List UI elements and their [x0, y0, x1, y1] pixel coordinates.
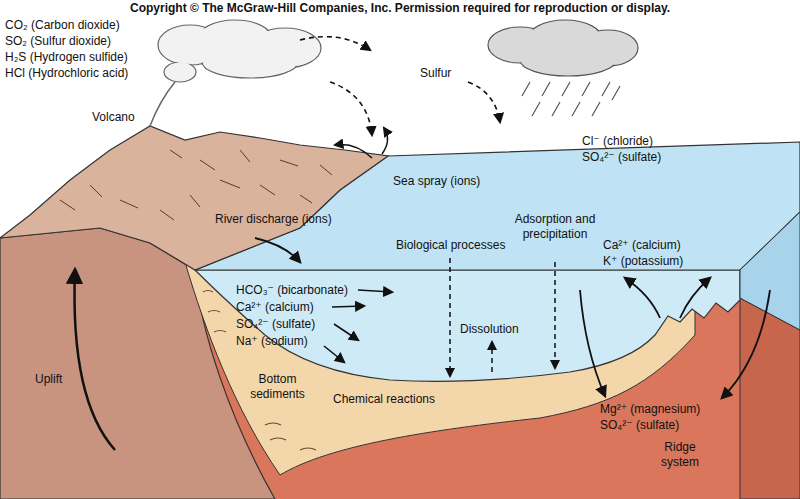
rain: [522, 82, 620, 116]
place-label: Volcano: [92, 110, 135, 125]
uplift-arrow: [75, 270, 116, 450]
process-label: Sulfur: [420, 66, 451, 81]
place-label: Bottom sediments: [240, 372, 315, 402]
place-label: Ridge system: [650, 440, 710, 470]
process-label: River discharge (ions): [215, 212, 332, 227]
volcano-plume: [150, 82, 175, 126]
ion-label: Mg²⁺ (magnesium): [600, 402, 700, 417]
sulfur-arrows: [300, 37, 500, 135]
ion-label: Ca²⁺ (calcium): [603, 238, 681, 253]
rain-cloud: [488, 20, 638, 76]
process-label: Dissolution: [460, 322, 519, 337]
ion-label: SO₄²⁻ (sulfate): [600, 418, 679, 433]
ion-arrows: [324, 290, 392, 362]
ion-label: Na⁺ (sodium): [236, 334, 308, 349]
ion-label: SO₄²⁻ (sulfate): [236, 317, 315, 332]
process-label: Sea spray (ions): [393, 174, 480, 189]
ion-label: SO₄²⁻ (sulfate): [582, 150, 661, 165]
process-label: Biological processes: [396, 238, 505, 253]
ion-label: K⁺ (potassium): [603, 254, 683, 269]
water-front: [195, 270, 740, 381]
river-arrow: [255, 238, 300, 262]
land-texture: [60, 150, 332, 220]
gas-label: H₂S (Hydrogen sulfide): [5, 50, 128, 65]
ion-label: HCO₃⁻ (bicarbonate): [236, 283, 348, 298]
crust-side: [740, 298, 800, 499]
water-side: [740, 212, 800, 330]
land-top: [0, 126, 388, 270]
ion-label: Cl⁻ (chloride): [582, 134, 653, 149]
process-label: Chemical reactions: [333, 392, 435, 407]
process-label: Adsorption and precipitation: [505, 212, 605, 242]
ion-label: Ca²⁺ (calcium): [236, 300, 314, 315]
volcano-cloud: [158, 20, 321, 82]
process-label: Uplift: [35, 372, 62, 387]
gas-label: HCl (Hydrochloric acid): [5, 66, 128, 81]
copyright-note: Copyright © The McGraw-Hill Companies, I…: [130, 1, 670, 16]
sea-spray-arrows: [335, 128, 388, 158]
gas-label: CO₂ (Carbon dioxide): [5, 18, 120, 33]
gas-label: SO₂ (Sulfur dioxide): [5, 34, 111, 49]
ridge-arrows: [580, 278, 770, 398]
process-arrows: [450, 258, 555, 376]
